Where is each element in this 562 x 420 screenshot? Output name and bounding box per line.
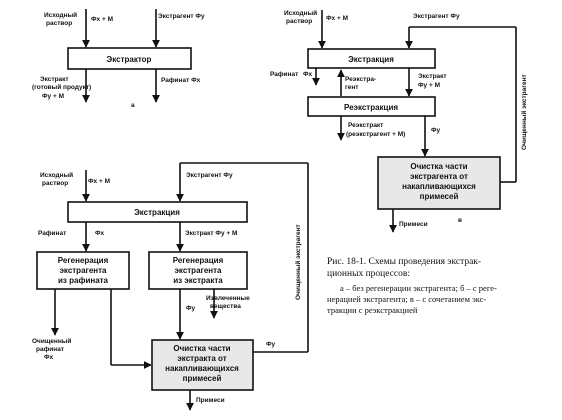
b-cleaned-raffinate-1: Очищенный — [32, 337, 71, 345]
c-extract-1: Экстракт — [418, 73, 447, 80]
b-extracted-2: вещества — [210, 303, 241, 310]
c-reextract-1: Реэкстракт — [348, 122, 383, 129]
diagram-b: Исходный раствор Фx + M Экстрагент Фу Эк… — [32, 162, 309, 411]
b-regen-raffinate-box — [36, 251, 130, 290]
c-raffinate-label: Рафинат — [270, 71, 298, 78]
b-clean-2: экстракта от — [177, 354, 226, 363]
diagram-c: Исходный раствор Фx + M Экстрагент Фу Эк… — [270, 9, 528, 233]
b-regen-right-3: из экстракта — [173, 276, 223, 285]
figure-caption: Рис. 18-1. Схемы проведения экстрак- цио… — [327, 257, 497, 315]
b-extracted-1: Извлеченные — [206, 295, 250, 302]
caption-line-4: нерацией экстрагента; в – с сочетанием э… — [327, 294, 486, 304]
b-cleaned-raffinate-3: Фх — [44, 354, 54, 361]
b-clean-4: примесей — [183, 374, 222, 383]
b-raffinate-label: Рафинат — [38, 230, 66, 237]
a-input-label-2: раствор — [46, 20, 72, 27]
c-clean-2: экстрагента от — [410, 172, 468, 181]
b-input-label-1: Исходный — [40, 171, 73, 179]
b-input-label-2: раствор — [42, 180, 68, 187]
b-cleaned-raffinate-2: рафинат — [36, 346, 64, 353]
a-input-label-1: Исходный — [44, 11, 77, 19]
a-extractor-box — [67, 47, 192, 70]
caption-line-5: тракции с реэкстракцией — [327, 305, 418, 315]
c-reextraction-box — [307, 96, 436, 117]
a-extractor-label: Экстрактор — [107, 55, 152, 64]
c-cleaned-extractant: Очищенный экстрагент — [520, 74, 528, 150]
b-impurities: Примеси — [196, 397, 225, 404]
c-impurities: Примеси — [399, 221, 428, 228]
b-extract-label: Экстракт Фу + М — [185, 230, 237, 237]
b-cleaning-box — [151, 339, 254, 391]
caption-line-2: ционных процессов: — [327, 269, 410, 279]
c-clean-4: примесей — [420, 192, 459, 201]
b-fy-right: Фу — [266, 341, 276, 348]
b-clean-3: накапливающихся — [165, 364, 239, 373]
b-regen-left-1: Регенерация — [58, 256, 109, 265]
c-fy: Фу — [431, 127, 441, 134]
c-extraction-label: Экстракция — [348, 55, 394, 64]
c-clean-3: накапливающихся — [402, 182, 476, 191]
c-input-flow: Фx + M — [326, 15, 348, 22]
b-cleaned-extractant: Очищенный экстрагент — [294, 224, 302, 300]
a-raffinate-label: Рафинат Фx — [161, 77, 201, 84]
a-extractant-label: Экстрагент Фу — [158, 13, 205, 20]
a-extract-label-2: (готовый продукт) — [32, 83, 91, 91]
b-regen-extract-box — [148, 251, 248, 290]
b-input-flow: Фx + M — [88, 178, 110, 185]
b-regen-right-1: Регенерация — [173, 256, 224, 265]
c-reextractant-1: Реэкстра- — [345, 76, 376, 83]
c-cleaning-box — [377, 156, 501, 210]
b-clean-1: Очистка части — [173, 344, 230, 353]
a-tag: а — [131, 102, 135, 109]
b-regen-left-3: из рафината — [58, 276, 109, 285]
b-extractant-label: Экстрагент Фу — [186, 172, 233, 179]
c-tag: в — [458, 217, 462, 224]
a-input-flow: Фx + M — [91, 16, 113, 23]
caption-line-3: а – без регенерации экстрагента; б – с р… — [340, 283, 497, 293]
b-regen-left-2: экстрагента — [60, 266, 108, 275]
c-raffinate-flow: Фх — [303, 71, 313, 78]
a-extract-label-3: Фу + М — [42, 93, 64, 100]
a-extract-label-1: Экстракт — [40, 76, 69, 83]
c-extraction-box — [307, 48, 436, 69]
b-extraction-box — [67, 201, 248, 223]
b-extraction-label: Экстракция — [134, 208, 180, 217]
c-input-label-1: Исходный — [284, 9, 317, 17]
c-reextraction-label: Реэкстракция — [344, 103, 398, 112]
b-fy-mid: Фу — [186, 305, 196, 312]
c-clean-1: Очистка части — [410, 162, 467, 171]
c-reextract-2: (реэкстрагент + М) — [346, 131, 405, 138]
b-regen-right-2: экстрагента — [175, 266, 223, 275]
b-raffinate-flow: Фх — [95, 230, 105, 237]
c-extract-2: Фу + М — [418, 82, 440, 89]
c-reextractant-2: гент — [345, 84, 358, 91]
caption-line-1: Рис. 18-1. Схемы проведения экстрак- — [327, 257, 481, 267]
c-extractant-label: Экстрагент Фу — [413, 13, 460, 20]
c-input-label-2: раствор — [286, 18, 312, 25]
diagram-a: Исходный раствор Фx + M Экстрагент Фу Эк… — [32, 9, 205, 109]
